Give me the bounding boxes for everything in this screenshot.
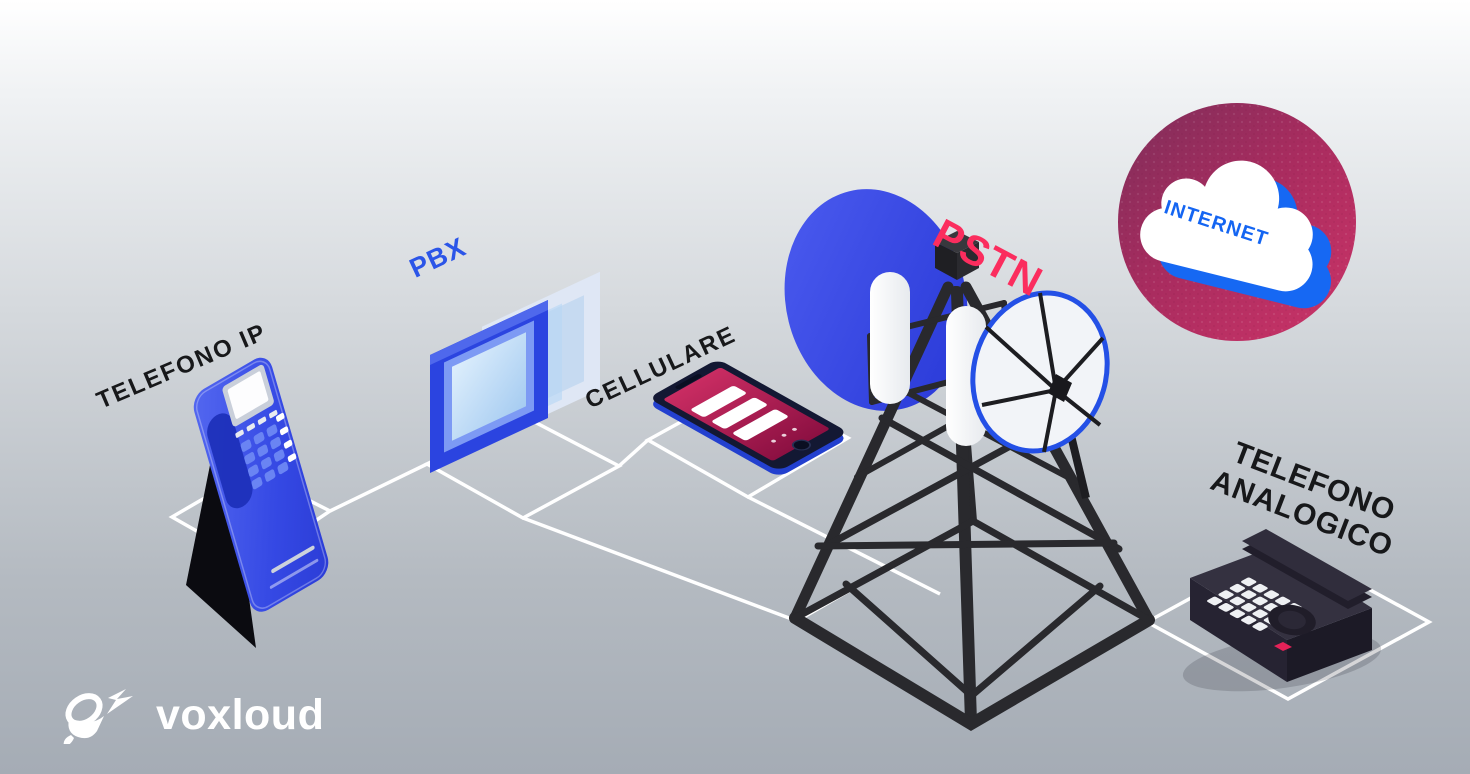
brand-wordmark: voxloud (156, 690, 325, 739)
antenna-capsule-icon (870, 272, 910, 404)
phone-stand (186, 455, 256, 648)
voxloud-logo: voxloud (56, 686, 324, 744)
voxloud-megaphone-icon (63, 689, 133, 744)
red-button (1274, 642, 1292, 651)
internet-globe-icon (1118, 103, 1356, 341)
analog-phone-illustration (1182, 529, 1382, 692)
mobile-phone-illustration (653, 361, 844, 475)
pbx-illustration (430, 271, 600, 473)
satellite-dish-white-icon (970, 290, 1110, 499)
internet-cloud-icon (1140, 160, 1332, 309)
pstn-tower-illustration (784, 189, 1155, 731)
ip-phone-illustration (186, 357, 329, 648)
